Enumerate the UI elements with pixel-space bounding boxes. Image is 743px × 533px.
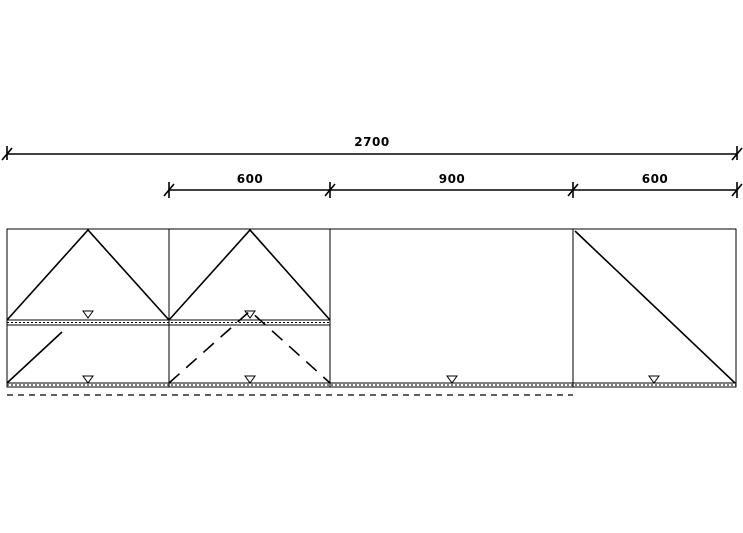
- dimension-segments: 600 900 600: [163, 172, 743, 198]
- dimension-segment-2-label: 900: [439, 172, 466, 186]
- handle-icon: [446, 375, 458, 384]
- dimension-overall: 2700: [1, 135, 743, 161]
- cabinet-frames: [6, 228, 737, 388]
- lower-plinth-strip: [6, 382, 737, 388]
- handle-markers: [82, 310, 660, 384]
- handle-icon: [648, 375, 660, 384]
- dimension-overall-label: 2700: [354, 135, 389, 149]
- door-swing-lines: [6, 228, 736, 384]
- dimension-segment-1-label: 600: [237, 172, 264, 186]
- handle-icon: [244, 310, 256, 319]
- dimension-segment-3-label: 600: [642, 172, 669, 186]
- handle-icon: [82, 375, 94, 384]
- handle-icon: [244, 375, 256, 384]
- handle-icon: [82, 310, 94, 319]
